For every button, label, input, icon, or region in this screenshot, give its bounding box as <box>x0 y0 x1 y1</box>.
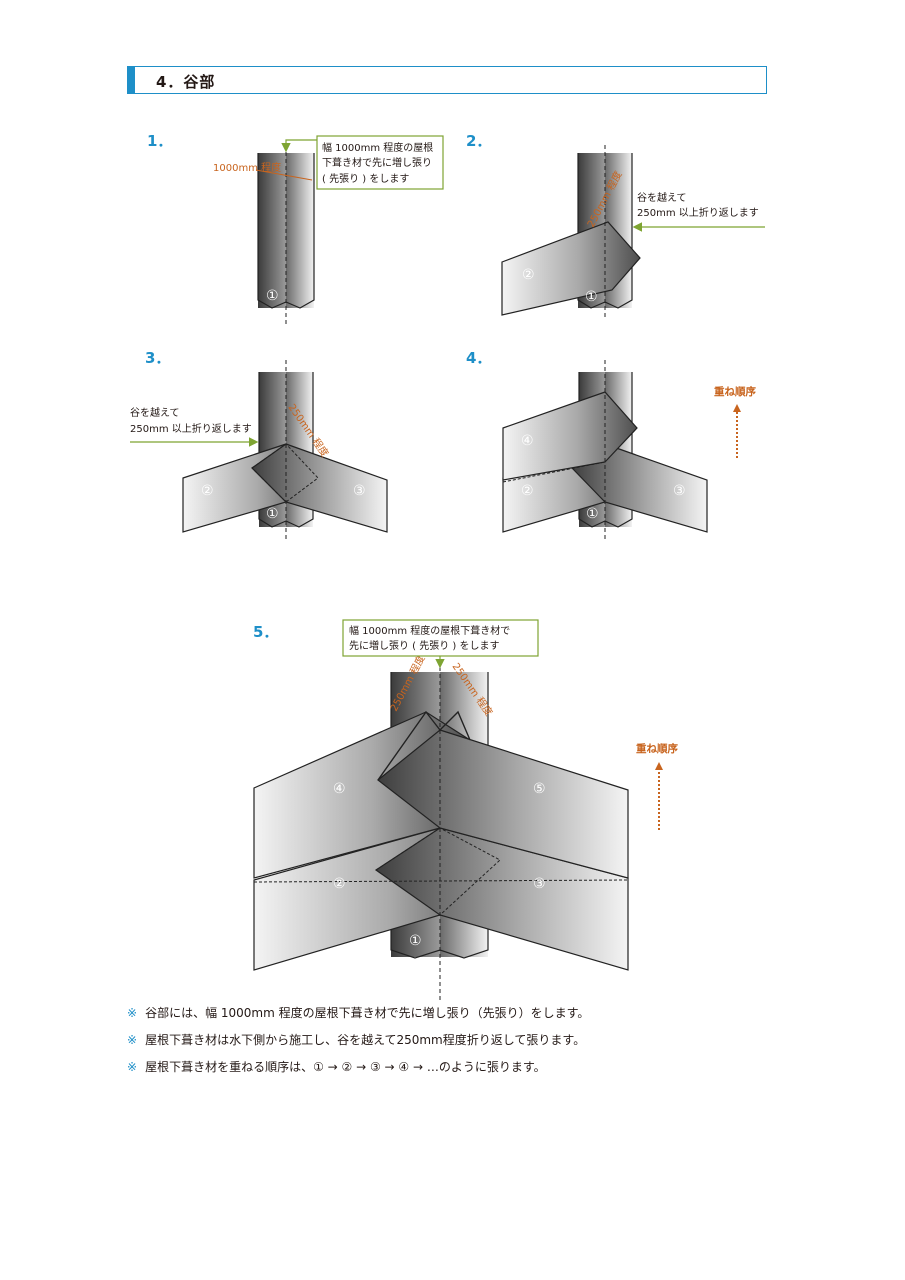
note-text: 谷部には、幅 1000mm 程度の屋根下葺き材で先に増し張り（先張り）をします。 <box>145 1006 590 1020</box>
note-mark: ※ <box>127 1033 138 1047</box>
sheet-3-label: ③ <box>353 483 366 499</box>
section-header: 4．谷部 <box>127 66 767 94</box>
step4-order-label: 重ね順序 <box>714 385 756 398</box>
step1-number: 1． <box>147 132 172 150</box>
section-header-accent <box>128 67 135 93</box>
sheet-3-label: ③ <box>673 483 686 499</box>
step1-diagram: ① 1000mm 程度 幅 1000mm 程度の屋根 下葺き材で先に増し張り (… <box>213 135 444 325</box>
sheet-4-label: ④ <box>521 433 534 449</box>
note-item: ※ 谷部には、幅 1000mm 程度の屋根下葺き材で先に増し張り（先張り）をします… <box>127 1000 767 1027</box>
note-item: ※ 屋根下葺き材は水下側から施工し、谷を越えて250mm程度折り返して張ります。 <box>127 1027 767 1054</box>
step2-note-line1: 谷を越えて <box>637 191 687 204</box>
step3-note-line2: 250mm 以上折り返します <box>130 422 252 435</box>
step3-number: 3． <box>145 349 170 367</box>
step5-number: 5． <box>253 623 278 641</box>
step5-note-line2: 先に増し張り ( 先張り ) をします <box>349 639 500 652</box>
sheet-3-label: ③ <box>533 876 546 892</box>
step2-diagram: ② ① 250mm 程度 谷を越えて 250mm 以上折り返します <box>501 145 765 318</box>
step3-diagram: ② ③ ① 250mm 程度 谷を越えて 250mm 以上折り返します <box>130 360 388 540</box>
step5-note-line1: 幅 1000mm 程度の屋根下葺き材で <box>349 624 510 637</box>
step2-note-line2: 250mm 以上折り返します <box>637 206 759 219</box>
sheet-2-label: ② <box>522 267 535 283</box>
sheet-1-label: ① <box>585 289 598 305</box>
step1-note-box <box>316 135 444 190</box>
sheet-1-label: ① <box>586 506 599 522</box>
step1-note-line2: 下葺き材で先に増し張り <box>322 156 432 169</box>
sheet-2-label: ② <box>201 483 214 499</box>
note-mark: ※ <box>127 1006 138 1020</box>
step5-order-label: 重ね順序 <box>636 742 678 755</box>
sheet-5-label: ⑤ <box>533 781 546 797</box>
note-mark: ※ <box>127 1060 138 1074</box>
note-item: ※ 屋根下葺き材を重ねる順序は、① → ② → ③ → ④ → …のように張ります… <box>127 1054 767 1081</box>
step4-diagram: ④ ② ③ ① 重ね順序 <box>502 360 756 540</box>
sheet-1-label: ① <box>266 288 279 304</box>
sheet-1-label: ① <box>409 933 422 949</box>
step2-number: 2． <box>466 132 491 150</box>
step4-number: 4． <box>466 349 491 367</box>
notes-list: ※ 谷部には、幅 1000mm 程度の屋根下葺き材で先に増し張り（先張り）をします… <box>127 1000 767 1081</box>
sheet-2-label: ② <box>333 876 346 892</box>
note-text: 屋根下葺き材は水下側から施工し、谷を越えて250mm程度折り返して張ります。 <box>145 1033 586 1047</box>
step1-dim-label: 1000mm 程度 <box>213 161 281 174</box>
sheet-4-label: ④ <box>333 781 346 797</box>
step3-note-line1: 谷を越えて <box>130 406 180 419</box>
step5-note-box <box>342 619 539 657</box>
sheet-1-label: ① <box>266 506 279 522</box>
note-text: 屋根下葺き材を重ねる順序は、① → ② → ③ → ④ → …のように張ります。 <box>145 1060 546 1074</box>
sheet-2-label: ② <box>521 483 534 499</box>
step1-note-line3: ( 先張り ) をします <box>322 173 409 185</box>
step5-diagram: ④ ⑤ ② ③ ① 250mm 程度 250mm 程度 幅 1000mm 程度の… <box>253 619 678 1000</box>
step1-note-line1: 幅 1000mm 程度の屋根 <box>322 141 433 154</box>
section-title: 4．谷部 <box>156 73 216 91</box>
